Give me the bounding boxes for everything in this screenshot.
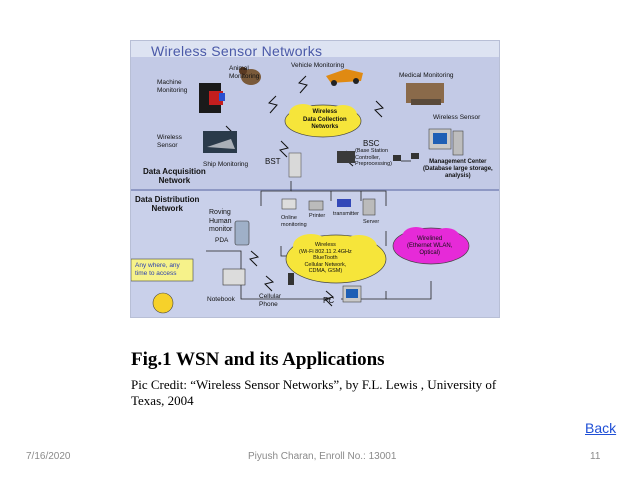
pda-icon bbox=[234, 220, 250, 246]
management-computer-icon bbox=[428, 128, 464, 156]
label-printer: Printer bbox=[309, 213, 326, 219]
wsn-figure: Wireless Sensor Networks Machine Monitor… bbox=[130, 40, 500, 318]
transmitter-icon bbox=[337, 199, 351, 207]
label-bst: BST bbox=[265, 157, 281, 166]
label-bsc-detail: (Base Station Controller, Preprocessing) bbox=[355, 148, 392, 167]
label-medical-monitoring: Medical Monitoring bbox=[399, 72, 454, 79]
footer-author: Piyush Charan, Enroll No.: 13001 bbox=[248, 451, 397, 462]
label-data-acquisition: Data Acquisition Network bbox=[143, 167, 206, 185]
anywhere-box bbox=[131, 258, 194, 282]
label-online-monitoring: Online monitoring bbox=[281, 215, 307, 228]
ship-icon bbox=[203, 131, 237, 153]
medical-icon bbox=[406, 83, 444, 105]
label-ship-monitoring: Ship Monitoring bbox=[203, 161, 249, 168]
label-data-distribution: Data Distribution Network bbox=[135, 195, 200, 213]
footer-page-number: 11 bbox=[590, 451, 601, 462]
label-transmitter: transmitter bbox=[333, 211, 359, 217]
machine-icon bbox=[199, 83, 225, 113]
caption-title: Fig.1 WSN and its Applications bbox=[131, 349, 385, 370]
footer-date: 7/16/2020 bbox=[26, 451, 71, 462]
label-server: Server bbox=[363, 219, 380, 225]
wireless-sensor-icon bbox=[393, 153, 419, 161]
figure-title: Wireless Sensor Networks bbox=[151, 43, 323, 59]
bsc-computer-icon bbox=[337, 151, 355, 163]
animal-icon bbox=[239, 67, 261, 85]
bst-tower-icon bbox=[288, 152, 302, 178]
label-machine-monitoring: Machine Monitoring bbox=[157, 79, 188, 94]
label-vehicle-monitoring: Vehicle Monitoring bbox=[291, 62, 345, 69]
label-bsc: BSC bbox=[363, 139, 380, 148]
back-link[interactable]: Back bbox=[585, 420, 617, 436]
label-notebook: Notebook bbox=[207, 296, 235, 303]
cloud-wireless-icon bbox=[285, 234, 387, 284]
label-wireless-sensor-right: Wireless Sensor bbox=[433, 114, 481, 121]
label-any-where: Any where, any time to access bbox=[135, 262, 180, 277]
label-animal-monitoring: Animal Monitoring bbox=[229, 65, 260, 80]
panel-divider bbox=[131, 189, 499, 191]
cellular-phone-icon bbox=[288, 273, 294, 285]
label-pda: PDA bbox=[215, 237, 229, 244]
notebook-icon bbox=[222, 268, 246, 286]
label-wireless-sensor-left: Wireless Sensor bbox=[157, 134, 182, 149]
caption-credit: Pic Credit: “Wireless Sensor Networks”, … bbox=[131, 377, 497, 408]
cloud-wirelined-icon bbox=[392, 227, 470, 265]
printer-icon bbox=[308, 200, 324, 211]
label-roving-human: Roving Human monitor bbox=[209, 209, 233, 233]
label-pc: PC bbox=[323, 296, 335, 305]
label-cloud-collection: Wireless Data Collection Networks bbox=[303, 109, 347, 130]
label-management-center: Management Center (Database large storag… bbox=[423, 159, 493, 179]
server-icon bbox=[362, 198, 376, 216]
pc-icon bbox=[342, 285, 362, 303]
label-cellular-phone: Cellular Phone bbox=[259, 293, 282, 308]
vehicle-icon bbox=[326, 69, 363, 86]
network-diagram bbox=[131, 67, 470, 314]
person-icon bbox=[152, 292, 174, 314]
cloud-collection-icon bbox=[284, 104, 362, 138]
online-monitoring-icon bbox=[281, 198, 297, 210]
label-cloud-wireless: Wireless (Wi-Fi 802.11 2.4GHz BlueTooth … bbox=[299, 242, 352, 274]
label-cloud-wirelined: Wirelined (Ethernet WLAN, Optical) bbox=[407, 236, 453, 256]
